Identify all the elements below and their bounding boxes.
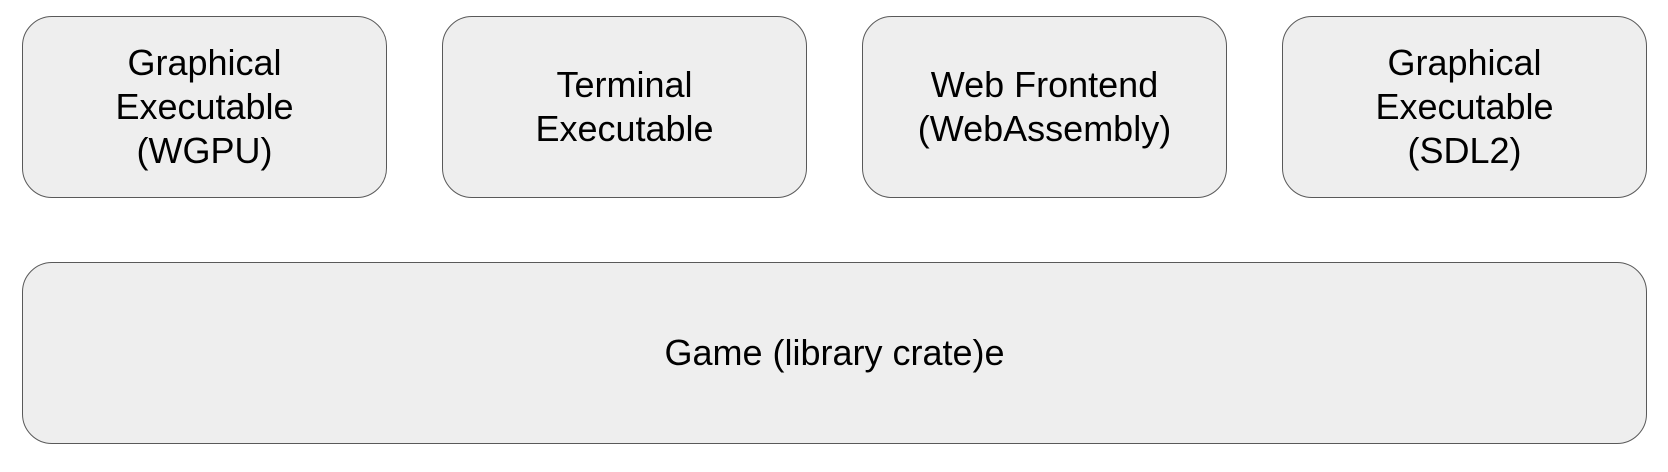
frontend-label-terminal: Terminal Executable bbox=[535, 64, 714, 149]
frontend-label-wgpu: Graphical Executable (WGPU) bbox=[115, 42, 294, 171]
frontend-label-web: Web Frontend (WebAssembly) bbox=[917, 64, 1172, 149]
frontend-box-web: Web Frontend (WebAssembly) bbox=[862, 16, 1227, 198]
library-label-game: Game (library crate)e bbox=[664, 332, 1005, 373]
library-box-game: Game (library crate)e bbox=[22, 262, 1647, 444]
frontend-box-wgpu: Graphical Executable (WGPU) bbox=[22, 16, 387, 198]
frontend-box-sdl2: Graphical Executable (SDL2) bbox=[1282, 16, 1647, 198]
frontend-box-terminal: Terminal Executable bbox=[442, 16, 807, 198]
frontend-label-sdl2: Graphical Executable (SDL2) bbox=[1375, 42, 1554, 171]
